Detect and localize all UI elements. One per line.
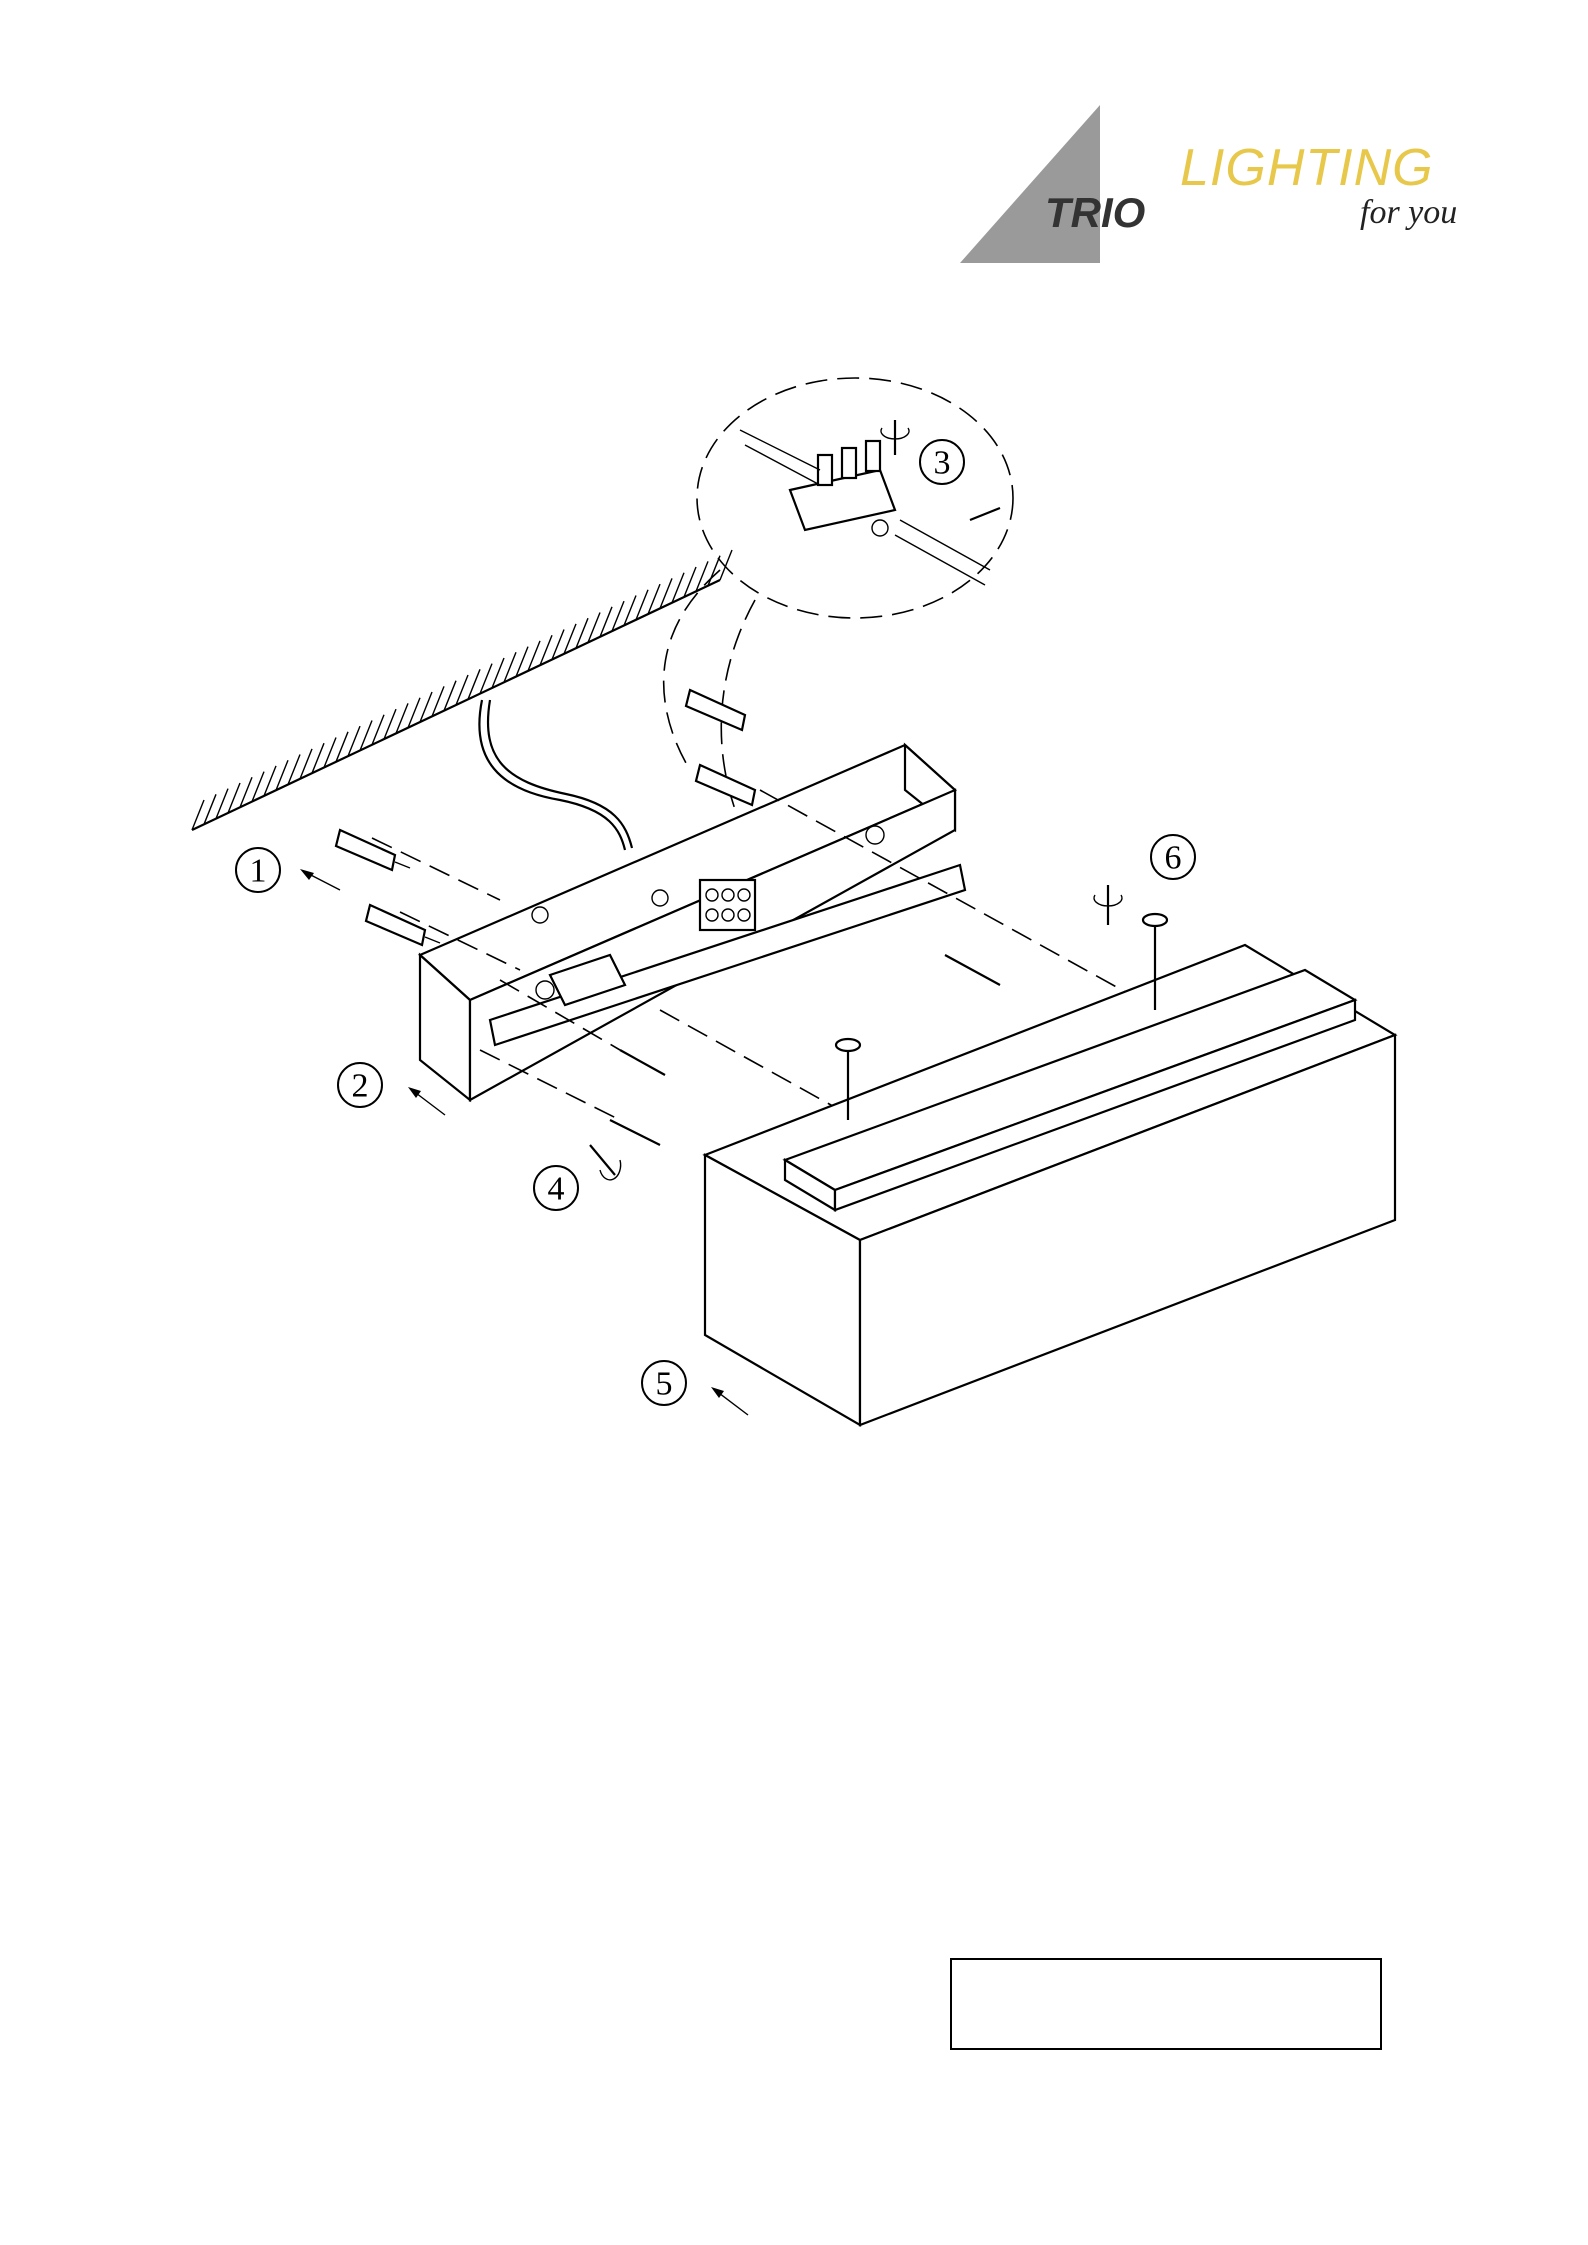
- step-label-2: 2: [338, 1063, 382, 1107]
- blank-label-box: [950, 1958, 1382, 2050]
- step-label-4: 4: [534, 1166, 578, 1210]
- ceiling: [192, 550, 732, 830]
- step-label-1: 1: [236, 848, 280, 892]
- step-number-2: 2: [352, 1068, 369, 1105]
- step-label-3: 3: [920, 440, 964, 484]
- wall-plug-3: [686, 690, 745, 730]
- step-number-6: 6: [1165, 840, 1182, 877]
- mounting-box: [420, 745, 965, 1100]
- step-label-6: 6: [1151, 835, 1195, 879]
- wall-plug-2: [366, 905, 440, 945]
- supply-cable: [479, 700, 625, 850]
- step-number-5: 5: [656, 1366, 673, 1403]
- lamp-housing: [705, 945, 1395, 1425]
- step-number-3: 3: [934, 445, 951, 482]
- ceiling-hatch-mark: [720, 550, 732, 580]
- wall-plug-1: [336, 830, 410, 870]
- step-number-1: 1: [250, 853, 267, 890]
- step-label-5: 5: [642, 1361, 686, 1405]
- step-number-4: 4: [548, 1171, 565, 1208]
